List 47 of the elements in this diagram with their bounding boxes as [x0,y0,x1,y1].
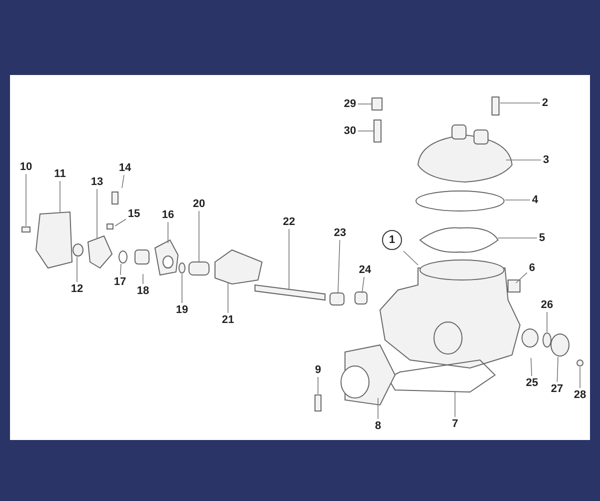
callout-number: 30 [344,125,356,137]
leader-line [403,250,418,266]
callout-number: 4 [532,194,538,206]
callout-number: 27 [550,383,564,395]
callout-number: 6 [528,262,536,274]
callout-number: 8 [374,420,382,432]
callout-number: 18 [136,285,150,297]
leader-line [76,256,78,282]
leader-line [338,240,340,294]
callout-number: 3 [542,154,550,166]
leader-line [358,130,374,132]
leader-line [556,356,558,382]
callout-number: 7 [452,418,458,430]
callout-number: 23 [334,227,346,239]
leader-line [454,392,456,418]
callout-number: 14 [118,162,132,174]
leader-line [120,264,122,276]
callout-number: 28 [574,389,586,401]
callout-number: 21 [222,314,234,326]
callout-number: 10 [20,161,32,173]
callout-number: 15 [128,208,140,220]
leader-line [500,102,540,104]
callout-number: 11 [54,168,66,180]
callout-number: 12 [70,283,84,295]
leader-line [142,274,144,284]
callout-number: 5 [538,232,546,244]
callout-number: 29 [344,98,356,110]
leader-line [362,276,364,294]
callout-number: 24 [358,264,372,276]
callout-number: 20 [192,198,206,210]
leader-line [114,218,126,226]
callout-number: 25 [526,377,538,389]
callout-number: 22 [282,216,296,228]
callout-number: 19 [176,304,188,316]
callout-number: 13 [90,176,104,188]
callout-number: 26 [540,299,554,311]
callout-number: 16 [162,209,174,221]
leader-line [96,188,98,238]
leader-line [288,228,290,290]
callout-number: 9 [314,364,322,376]
leader-line [198,210,200,262]
leader-line [122,174,124,188]
leader-line [546,312,548,332]
callout-number: 17 [114,276,126,288]
leader-line [530,358,532,376]
callout-number: 2 [542,97,548,109]
leader-line [516,272,528,284]
